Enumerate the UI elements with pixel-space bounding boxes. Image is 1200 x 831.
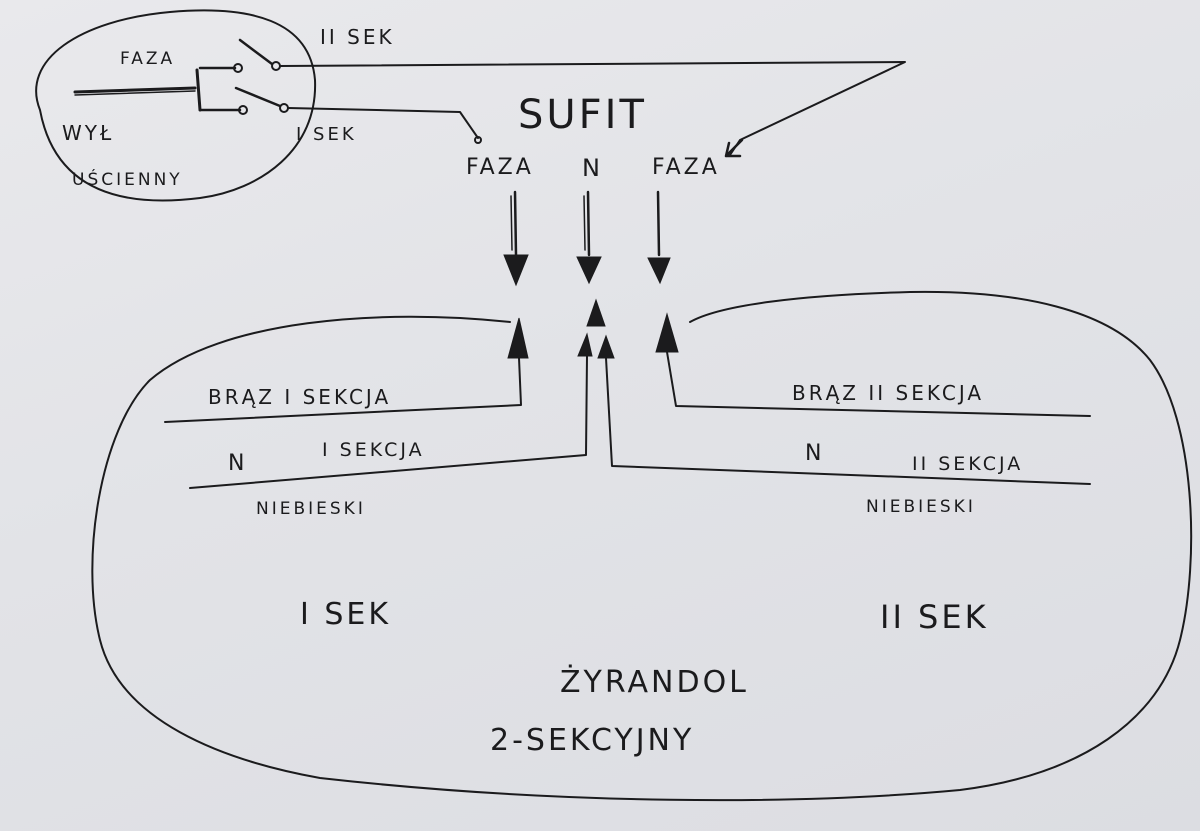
wire-left-phase — [164, 357, 522, 423]
left-phase-label: BRĄZ I SEKCJA — [208, 385, 391, 409]
right-color-label: NIEBIESKI — [866, 497, 976, 517]
switch-title-line2: UŚCIENNY — [72, 168, 183, 190]
left-color-label: NIEBIESKI — [256, 499, 366, 519]
arrow-section2 — [724, 138, 744, 158]
chandelier-title-line1: ŻYRANDOL — [560, 664, 749, 700]
section1-label: I SEK — [300, 597, 391, 632]
wall-switch-symbol — [73, 38, 289, 115]
right-neutral-label: II SEKCJA — [912, 453, 1023, 475]
ceiling-wire-phase-right: FAZA — [652, 155, 720, 180]
section2-label: II SEK — [880, 598, 989, 636]
wire-right-phase — [666, 351, 1091, 417]
wire-section1 — [287, 107, 479, 139]
switch-phase-label: FAZA — [120, 49, 175, 69]
switch-box-outline — [35, 9, 317, 202]
switch-title-line1: WYŁ — [62, 121, 114, 145]
switch-out-sec2-label: II SEK — [320, 25, 395, 49]
wire-left-neutral — [189, 355, 588, 489]
left-neutral-n-label: N — [228, 451, 247, 476]
chandelier-title-line2: 2-SEKCYJNY — [490, 723, 694, 758]
right-phase-label: BRĄZ II SEKCJA — [792, 381, 984, 405]
ceiling-wire-phase-left: FAZA — [466, 155, 534, 180]
wire-right-neutral — [605, 357, 1091, 485]
ceiling-wire-neutral: N — [582, 154, 603, 182]
chandelier-up-arrows — [507, 298, 679, 359]
switch-out-sec1-label: I SEK — [296, 124, 357, 145]
left-neutral-label: I SEKCJA — [322, 439, 425, 461]
ceiling-down-arrows — [503, 190, 671, 287]
chandelier-outline — [91, 290, 1193, 802]
ceiling-label: SUFIT — [518, 92, 647, 138]
right-neutral-n-label: N — [805, 441, 824, 466]
